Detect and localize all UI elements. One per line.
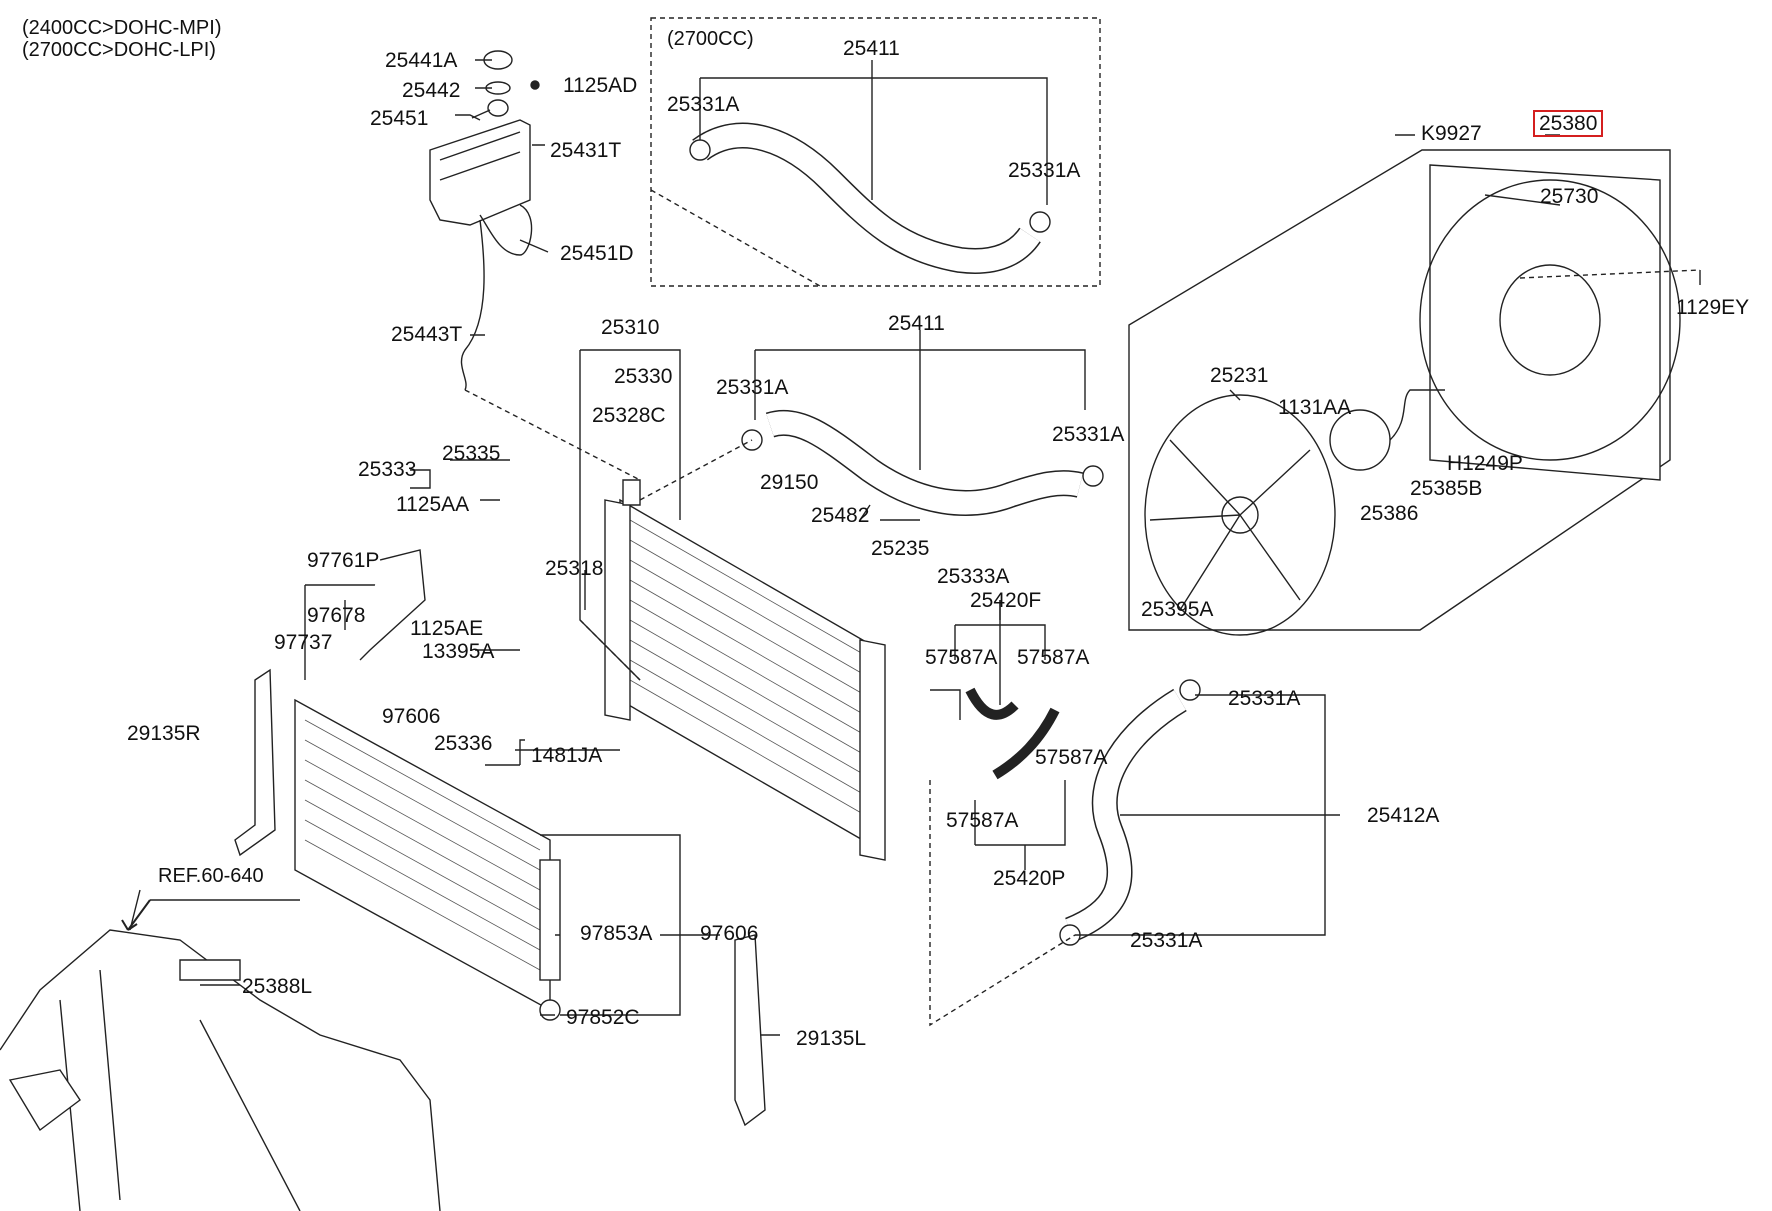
- part-label[interactable]: 97606: [382, 705, 441, 728]
- part-label[interactable]: 25331A: [1130, 929, 1203, 952]
- part-label[interactable]: 25385B: [1410, 477, 1483, 500]
- part-label[interactable]: 97737: [274, 631, 333, 654]
- part-label[interactable]: 1125AE: [410, 617, 484, 640]
- part-label-highlight[interactable]: 25380: [1532, 110, 1604, 137]
- fan-blade: [1144, 394, 1336, 636]
- part-label[interactable]: 57587A: [1035, 746, 1108, 769]
- part-label[interactable]: 25331A: [1052, 423, 1125, 446]
- part-label[interactable]: 29135R: [127, 722, 201, 745]
- part-label[interactable]: 25331A: [716, 376, 789, 399]
- condenser: [294, 698, 561, 1021]
- fan-shroud-box: [1128, 149, 1681, 631]
- part-label[interactable]: 1125AA: [396, 493, 470, 516]
- lower-hose: [1059, 679, 1201, 946]
- part-label[interactable]: 25451: [370, 107, 429, 130]
- part-label[interactable]: 25335: [442, 442, 501, 465]
- part-label[interactable]: 25412A: [1367, 804, 1440, 827]
- part-label[interactable]: 97678: [307, 604, 366, 627]
- part-label[interactable]: 25443T: [391, 323, 463, 346]
- part-label[interactable]: 1131AA: [1278, 396, 1352, 419]
- air-guard-29135r: [234, 668, 276, 857]
- part-label[interactable]: 1129EY: [1676, 296, 1750, 319]
- air-guard-29135l: [734, 934, 766, 1127]
- part-label[interactable]: 57587A: [1017, 646, 1090, 669]
- inset-box-2700cc: [650, 17, 1101, 287]
- part-label[interactable]: 25386: [1360, 502, 1419, 525]
- part-label[interactable]: H1249P: [1447, 452, 1523, 475]
- reservoir-tank: [429, 50, 540, 391]
- part-label[interactable]: 25318: [545, 557, 604, 580]
- part-label[interactable]: 25235: [871, 537, 930, 560]
- part-label[interactable]: 25328C: [592, 404, 666, 427]
- header-engine-line2: (2700CC>DOHC-LPI): [22, 39, 216, 61]
- body-frame-ref: [0, 929, 441, 1211]
- part-label[interactable]: 25388L: [242, 975, 313, 998]
- inset-upper-hose: [689, 122, 1051, 274]
- part-label[interactable]: 97852C: [566, 1006, 640, 1029]
- part-label[interactable]: 29135L: [796, 1027, 867, 1050]
- ref-arrow: [121, 899, 151, 931]
- part-label[interactable]: 25730: [1540, 185, 1599, 208]
- part-label[interactable]: 25231: [1210, 364, 1269, 387]
- part-label[interactable]: 13395A: [422, 640, 495, 663]
- part-label[interactable]: 25411: [888, 312, 945, 335]
- part-label[interactable]: 25333: [358, 458, 417, 481]
- part-label[interactable]: 25333A: [937, 565, 1010, 588]
- part-label[interactable]: 25441A: [385, 49, 458, 72]
- part-label[interactable]: 1481JA: [531, 744, 603, 767]
- part-label[interactable]: 25420F: [970, 589, 1042, 612]
- fan-motor: [1329, 389, 1445, 471]
- part-label[interactable]: 97853A: [580, 922, 653, 945]
- part-label[interactable]: 25331A: [667, 93, 740, 116]
- part-label[interactable]: 25331A: [1008, 159, 1081, 182]
- part-label[interactable]: 97606: [700, 922, 759, 945]
- part-label[interactable]: 25336: [434, 732, 493, 755]
- part-label[interactable]: 25310: [601, 316, 660, 339]
- inset-label: (2700CC): [667, 28, 754, 50]
- part-label[interactable]: 57587A: [925, 646, 998, 669]
- upper-hose: [741, 409, 1104, 516]
- part-label[interactable]: 1125AD: [563, 74, 638, 97]
- radiator: [604, 479, 886, 861]
- part-label[interactable]: 25482: [811, 504, 870, 527]
- part-label[interactable]: 29150: [760, 471, 819, 494]
- part-label[interactable]: 25442: [402, 79, 461, 102]
- part-label[interactable]: 25451D: [560, 242, 634, 265]
- part-label[interactable]: 25395A: [1141, 598, 1214, 621]
- part-label[interactable]: 25431T: [550, 139, 622, 162]
- part-label[interactable]: 57587A: [946, 809, 1019, 832]
- part-label[interactable]: 25331A: [1228, 687, 1301, 710]
- header-engine-line1: (2400CC>DOHC-MPI): [22, 17, 222, 39]
- ref-label: REF.60-640: [158, 865, 264, 887]
- part-label[interactable]: K9927: [1421, 122, 1482, 145]
- part-label[interactable]: 25330: [614, 365, 673, 388]
- part-label[interactable]: 25420P: [993, 867, 1066, 890]
- part-label[interactable]: 97761P: [307, 549, 380, 572]
- part-label[interactable]: 25411: [843, 37, 900, 60]
